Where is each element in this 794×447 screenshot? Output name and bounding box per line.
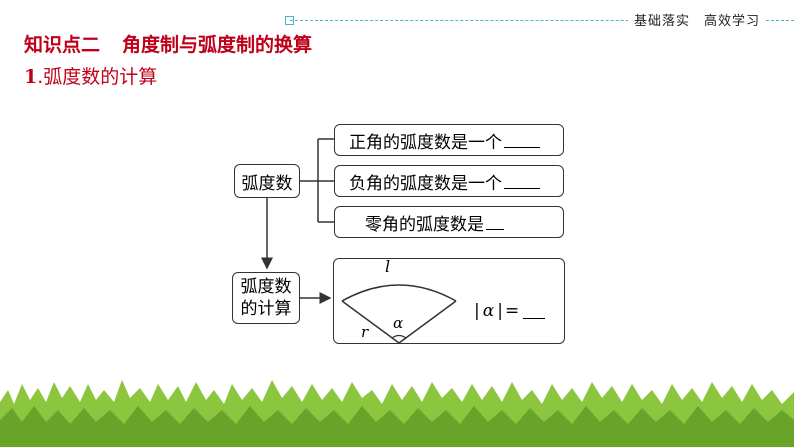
branch-zero-angle: 零角的弧度数是 (334, 206, 564, 238)
node-calc-line2: 的计算 (240, 299, 292, 319)
abs-bar-left: | (474, 301, 480, 321)
branch-positive-angle: 正角的弧度数是一个 (334, 124, 564, 156)
abs-bar-right: | (497, 301, 503, 321)
sector-radius-left (341, 300, 400, 344)
node-calc-line1: 弧度数 (240, 277, 292, 297)
answer-blank (504, 133, 540, 148)
angle-label: α (393, 314, 404, 332)
grass-decoration (0, 380, 794, 447)
section-title-text: 角度制与弧度制的换算 (122, 34, 313, 56)
sector-formula-panel: l r α | α | = (333, 257, 565, 344)
radian-formula: | α | = (474, 301, 546, 321)
sector-angle-mark (391, 334, 407, 339)
arc-label: l (385, 257, 391, 276)
subsection-title: 弧度数的计算 (43, 66, 158, 88)
node-radian-number: 弧度数 (234, 164, 300, 198)
sector-radius-right (398, 300, 457, 344)
subsection-number: 1 (24, 66, 38, 88)
section-heading: 知识点二角度制与弧度制的换算 (24, 30, 312, 57)
branch-zero-angle-text: 零角的弧度数是 (365, 214, 484, 235)
sector-figure (341, 284, 457, 344)
answer-blank (504, 174, 540, 189)
answer-blank (523, 304, 546, 319)
branch-positive-angle-text: 正角的弧度数是一个 (349, 132, 502, 153)
header-divider (290, 20, 794, 21)
radius-label: r (361, 323, 369, 341)
branch-negative-angle-text: 负角的弧度数是一个 (349, 173, 502, 194)
branch-negative-angle: 负角的弧度数是一个 (334, 165, 564, 197)
section-label: 知识点二 (24, 34, 101, 56)
subsection-heading: 1.弧度数的计算 (24, 66, 158, 88)
answer-blank (486, 215, 504, 230)
header-slogan: 基础落实 高效学习 (627, 10, 766, 29)
node-radian-calculation: 弧度数 的计算 (232, 272, 300, 324)
sector-arc (341, 284, 457, 302)
node-radian-number-label: 弧度数 (241, 173, 293, 194)
formula-alpha: α (482, 301, 495, 321)
formula-equals: = (504, 301, 520, 321)
